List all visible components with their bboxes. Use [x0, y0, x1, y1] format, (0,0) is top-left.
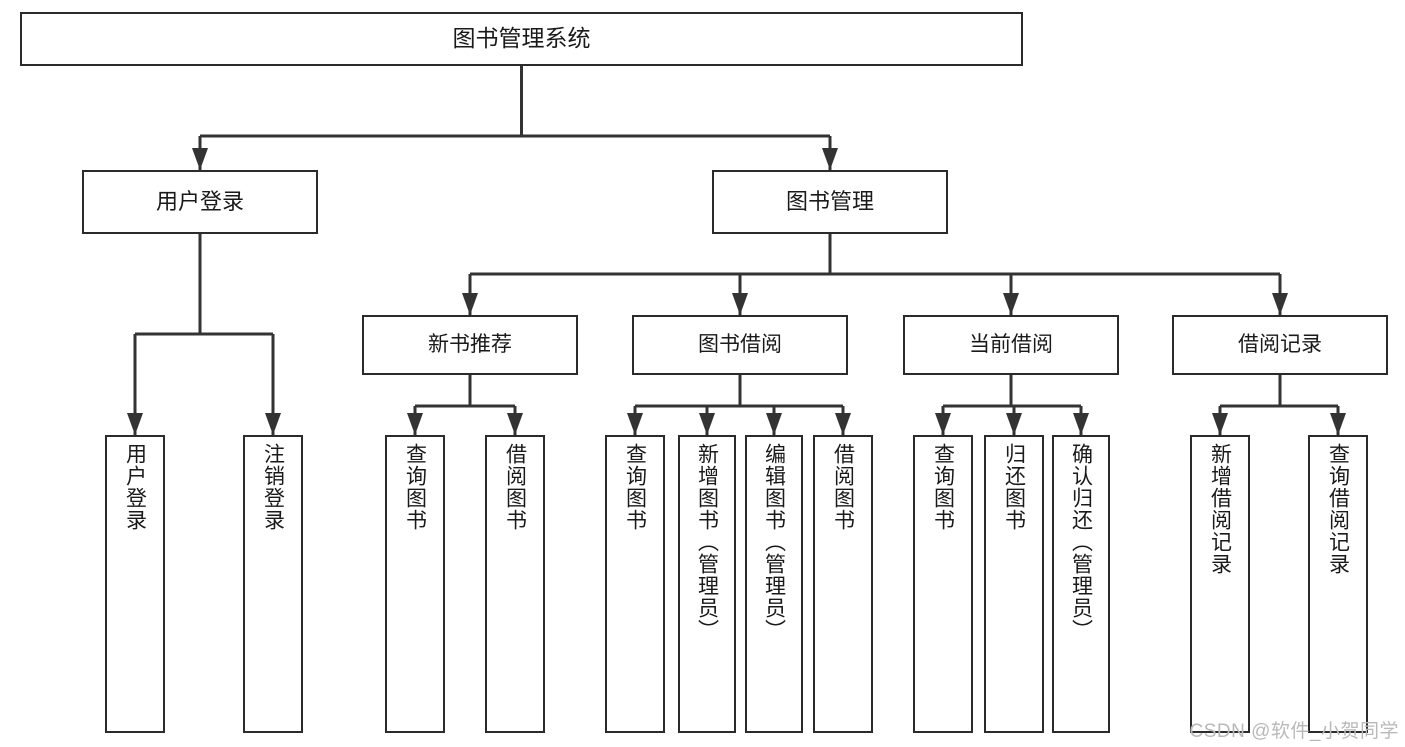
node-leaf-borrow-book-1[interactable]: 借阅图书: [485, 435, 545, 733]
node-label-book-management: 图书管理: [785, 188, 874, 214]
node-leaf-query-record[interactable]: 查询借阅记录: [1308, 435, 1368, 733]
node-label-leaf-add-record: 新增借阅记录: [1208, 443, 1232, 575]
node-borrow-record[interactable]: 借阅记录: [1172, 315, 1388, 375]
node-label-leaf-query-record: 查询借阅记录: [1326, 443, 1350, 575]
node-label-borrow-record: 借阅记录: [1238, 333, 1322, 357]
node-leaf-borrow-book-2[interactable]: 借阅图书: [813, 435, 873, 733]
node-leaf-return-book[interactable]: 归还图书: [984, 435, 1044, 733]
node-label-root: 图书管理系统: [452, 25, 591, 52]
arrowhead-icon: [1212, 413, 1228, 435]
node-book-borrow[interactable]: 图书借阅: [632, 315, 848, 375]
arrowhead-icon: [822, 148, 838, 170]
arrowhead-icon: [699, 413, 715, 435]
node-book-management[interactable]: 图书管理: [712, 170, 948, 234]
node-current-borrow[interactable]: 当前借阅: [903, 315, 1119, 375]
arrowhead-icon: [462, 293, 478, 315]
arrowhead-icon: [732, 293, 748, 315]
watermark: CSDN @软件_小贺同学: [1189, 721, 1399, 742]
node-root[interactable]: 图书管理系统: [20, 12, 1023, 66]
arrowhead-icon: [127, 413, 143, 435]
node-label-leaf-user-login: 用户登录: [123, 443, 147, 531]
node-label-current-borrow: 当前借阅: [969, 333, 1053, 357]
node-leaf-user-login[interactable]: 用户登录: [105, 435, 165, 733]
node-leaf-edit-book[interactable]: 编辑图书（管理员）: [745, 435, 803, 733]
node-label-leaf-borrow-book-1: 借阅图书: [503, 443, 527, 531]
node-label-leaf-borrow-book-2: 借阅图书: [831, 443, 855, 531]
node-label-leaf-query-book-3: 查询图书: [931, 443, 955, 531]
node-label-leaf-return-book: 归还图书: [1002, 443, 1026, 531]
node-leaf-query-book-1[interactable]: 查询图书: [385, 435, 445, 733]
node-label-book-borrow: 图书借阅: [698, 333, 782, 357]
node-leaf-query-book-3[interactable]: 查询图书: [913, 435, 973, 733]
node-label-leaf-confirm-return: 确认归还（管理员）: [1069, 443, 1093, 641]
arrowhead-icon: [1003, 293, 1019, 315]
node-new-book-recommend[interactable]: 新书推荐: [362, 315, 578, 375]
node-label-leaf-query-book-2: 查询图书: [623, 443, 647, 531]
arrowhead-icon: [192, 148, 208, 170]
arrowhead-icon: [407, 413, 423, 435]
node-leaf-add-record[interactable]: 新增借阅记录: [1190, 435, 1250, 733]
arrowhead-icon: [766, 413, 782, 435]
arrowhead-icon: [935, 413, 951, 435]
node-leaf-logout[interactable]: 注销登录: [243, 435, 303, 733]
node-label-leaf-edit-book: 编辑图书（管理员）: [762, 443, 786, 641]
node-label-new-book-recommend: 新书推荐: [428, 333, 512, 357]
arrowhead-icon: [507, 413, 523, 435]
arrowhead-icon: [627, 413, 643, 435]
node-leaf-add-book[interactable]: 新增图书（管理员）: [678, 435, 736, 733]
node-label-leaf-logout: 注销登录: [261, 443, 285, 531]
node-user-login[interactable]: 用户登录: [82, 170, 318, 234]
arrowhead-icon: [1006, 413, 1022, 435]
arrowhead-icon: [265, 413, 281, 435]
arrowhead-icon: [835, 413, 851, 435]
node-label-leaf-add-book: 新增图书（管理员）: [695, 443, 719, 641]
node-leaf-confirm-return[interactable]: 确认归还（管理员）: [1052, 435, 1110, 733]
node-leaf-query-book-2[interactable]: 查询图书: [605, 435, 665, 733]
node-label-user-login: 用户登录: [155, 188, 244, 214]
node-label-leaf-query-book-1: 查询图书: [403, 443, 427, 531]
arrowhead-icon: [1330, 413, 1346, 435]
arrowhead-icon: [1073, 413, 1089, 435]
arrowhead-icon: [1272, 293, 1288, 315]
